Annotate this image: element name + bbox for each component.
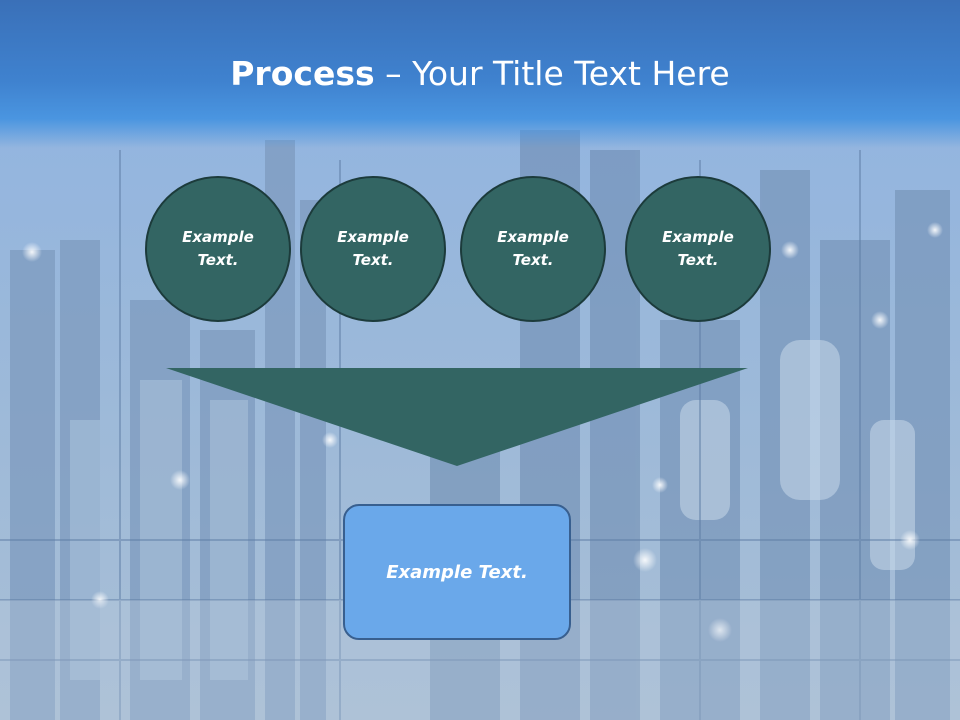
circle-label: Example Text.	[328, 226, 418, 272]
title-rest: – Your Title Text Here	[375, 54, 730, 93]
circle-label: Example Text.	[488, 226, 578, 272]
result-box[interactable]: Example Text.	[343, 504, 571, 640]
process-circle-1[interactable]: Example Text.	[145, 176, 291, 322]
slide-title: Process – Your Title Text Here	[0, 52, 960, 96]
process-circle-2[interactable]: Example Text.	[300, 176, 446, 322]
process-circle-3[interactable]: Example Text.	[460, 176, 606, 322]
process-circle-4[interactable]: Example Text.	[625, 176, 771, 322]
circle-label: Example Text.	[653, 226, 743, 272]
funnel-arrow	[166, 368, 748, 466]
result-label: Example Text.	[386, 562, 528, 583]
circle-label: Example Text.	[173, 226, 263, 272]
title-bold: Process	[230, 54, 374, 93]
